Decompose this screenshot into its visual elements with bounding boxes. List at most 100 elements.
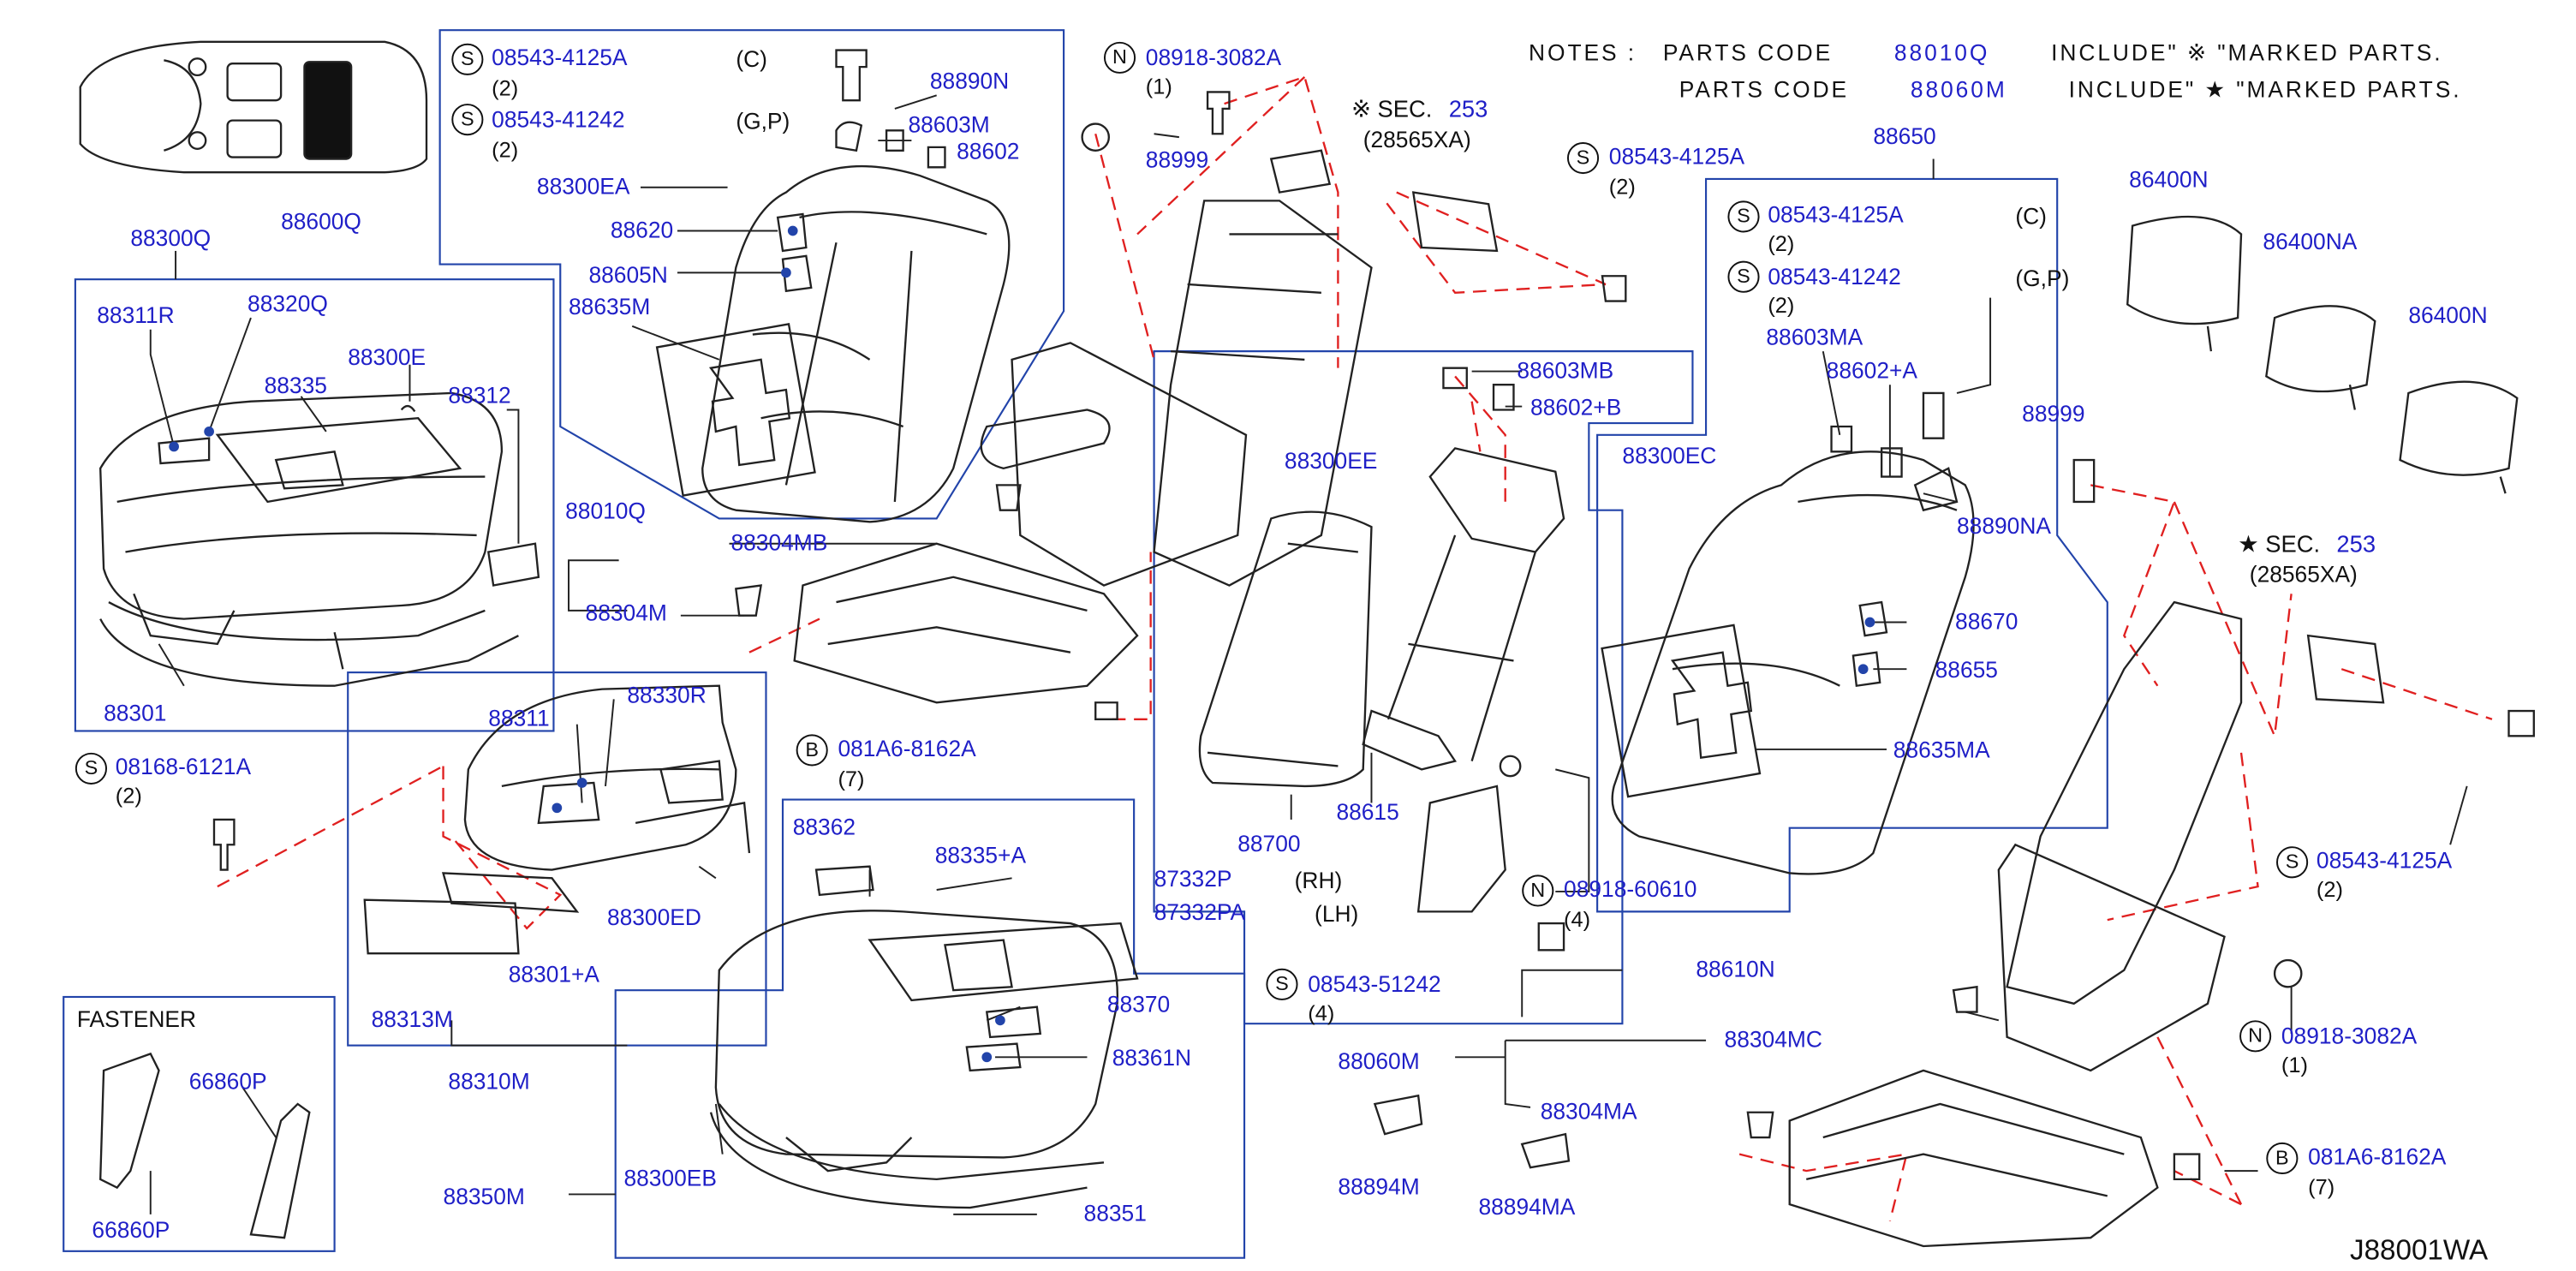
part-88605N[interactable]: 88605N	[588, 262, 668, 288]
part-88650[interactable]: 88650	[1873, 123, 1936, 149]
notes-line-1: NOTES : PARTS CODE 88010Q INCLUDE" ※ "MA…	[1529, 40, 2442, 67]
part-88311R[interactable]: 88311R	[97, 302, 175, 328]
fastener-qty: (4)	[1564, 906, 1591, 932]
notes-code[interactable]: 88060M	[1910, 76, 2007, 103]
part-88304MC[interactable]: 88304MC	[1724, 1027, 1822, 1053]
fastener-081A6-8162A-left[interactable]: 081A6-8162A	[838, 736, 976, 761]
fastener-08918-3082A-top[interactable]: 08918-3082A	[1145, 45, 1282, 71]
part-88600Q[interactable]: 88600Q	[281, 209, 361, 235]
fastener-08918-3082A-right[interactable]: 08918-3082A	[2281, 1023, 2418, 1049]
fastener-08918-60610[interactable]: 08918-60610	[1564, 876, 1697, 902]
part-88313M[interactable]: 88313M	[371, 1006, 453, 1033]
marker-dots	[169, 225, 1875, 1063]
notes-text: PARTS CODE	[1679, 76, 1850, 103]
fastener-qty: (2)	[1608, 174, 1636, 200]
part-86400N-b[interactable]: 86400N	[2408, 302, 2488, 328]
part-88655[interactable]: 88655	[1935, 657, 1998, 683]
fastener-081A6-8162A-right[interactable]: 081A6-8162A	[2308, 1143, 2447, 1170]
part-88301-a[interactable]: 88301+A	[508, 961, 600, 988]
fastener-type-n: N	[1103, 41, 1136, 74]
fastener-08543-4125A-b[interactable]: 08543-4125A	[1608, 143, 1745, 170]
fastener-type-n: N	[1522, 874, 1554, 907]
part-88060M[interactable]: 88060M	[1338, 1048, 1420, 1074]
part-88620[interactable]: 88620	[610, 217, 674, 243]
part-88894M[interactable]: 88894M	[1338, 1174, 1420, 1200]
fastener-qty: (2)	[2316, 876, 2343, 902]
part-88370[interactable]: 88370	[1106, 992, 1171, 1017]
fastener-qty: (7)	[838, 766, 865, 791]
fastener-type-s: S	[1266, 968, 1298, 1000]
part-86400NA[interactable]: 86400NA	[2263, 229, 2358, 254]
part-88300EC[interactable]: 88300EC	[1622, 443, 1717, 468]
part-88304M[interactable]: 88304M	[585, 600, 667, 626]
part-88300ED[interactable]: 88300ED	[606, 904, 701, 930]
fastener-variant-note: (G,P)	[2015, 266, 2070, 291]
fastener-type-s: S	[75, 752, 107, 785]
fastener-box-title: FASTENER	[76, 1006, 197, 1033]
part-88603M[interactable]: 88603M	[908, 111, 990, 138]
part-86400N-a[interactable]: 86400N	[2129, 167, 2209, 193]
part-88351[interactable]: 88351	[1083, 1201, 1147, 1226]
part-88999[interactable]: 88999	[1145, 146, 1209, 173]
part-88602-a[interactable]: 88602+A	[1826, 357, 1917, 384]
fastener-08543-4125A-top[interactable]: 08543-4125A	[492, 45, 628, 71]
part-88890NA[interactable]: 88890NA	[1957, 513, 2051, 539]
section-ref-star[interactable]: ★ SEC. 253	[2238, 532, 2376, 555]
part-88300EA[interactable]: 88300EA	[536, 174, 630, 200]
fastener-08168-6121A[interactable]: 08168-6121A	[115, 754, 252, 780]
part-88610N[interactable]: 88610N	[1696, 957, 1775, 982]
section-mark-icon: ※	[1351, 95, 1371, 122]
fastener-type-n: N	[2239, 1020, 2272, 1053]
part-88615[interactable]: 88615	[1336, 799, 1399, 825]
part-87332PA[interactable]: 87332PA	[1154, 899, 1246, 926]
fastener-qty: (2)	[492, 137, 519, 163]
fastener-08543-41242-top[interactable]: 08543-41242	[492, 106, 625, 133]
fastener-qty: (1)	[1145, 73, 1172, 99]
fastener-type-s: S	[1566, 142, 1600, 175]
part-88603MA[interactable]: 88603MA	[1766, 324, 1863, 350]
section-number: 253	[1448, 95, 1488, 122]
part-88700[interactable]: 88700	[1237, 831, 1301, 856]
part-87332P[interactable]: 87332P	[1154, 866, 1232, 892]
part-66860P-a[interactable]: 66860P	[92, 1217, 170, 1244]
part-88310M[interactable]: 88310M	[448, 1068, 530, 1095]
fastener-08543-4125A-far-right[interactable]: 08543-4125A	[2316, 848, 2453, 874]
fastener-08543-41242-right[interactable]: 08543-41242	[1768, 264, 1901, 289]
fastener-08543-51242[interactable]: 08543-51242	[1308, 971, 1441, 997]
part-88361N[interactable]: 88361N	[1112, 1045, 1192, 1071]
part-88894MA[interactable]: 88894MA	[1478, 1194, 1576, 1220]
part-88335[interactable]: 88335	[264, 373, 327, 398]
fastener-08543-4125A-right[interactable]: 08543-4125A	[1768, 202, 1904, 228]
part-88350M[interactable]: 88350M	[443, 1184, 525, 1210]
part-66860P-b[interactable]: 66860P	[188, 1068, 267, 1095]
part-88300Q[interactable]: 88300Q	[130, 225, 212, 251]
part-88304MB[interactable]: 88304MB	[730, 530, 828, 556]
part-88304MA[interactable]: 88304MA	[1540, 1099, 1637, 1125]
part-88330R[interactable]: 88330R	[627, 682, 707, 708]
part-88635M[interactable]: 88635M	[569, 294, 651, 320]
part-88603MB[interactable]: 88603MB	[1517, 357, 1614, 384]
part-88300EB[interactable]: 88300EB	[623, 1166, 717, 1191]
part-88670[interactable]: 88670	[1955, 608, 2018, 635]
notes-code[interactable]: 88010Q	[1893, 39, 1990, 66]
part-88602[interactable]: 88602	[957, 139, 1020, 164]
part-88010Q[interactable]: 88010Q	[565, 498, 646, 524]
part-88602-b[interactable]: 88602+B	[1530, 394, 1622, 421]
part-88300E[interactable]: 88300E	[348, 344, 426, 370]
section-label: SEC.	[1377, 95, 1433, 122]
fastener-qty: (4)	[1308, 999, 1335, 1026]
part-88635MA[interactable]: 88635MA	[1893, 737, 1990, 763]
part-88335-a[interactable]: 88335+A	[934, 843, 1027, 868]
part-88300EE[interactable]: 88300EE	[1284, 448, 1378, 474]
part-88301[interactable]: 88301	[104, 701, 167, 726]
part-88312[interactable]: 88312	[448, 383, 511, 409]
part-88362[interactable]: 88362	[792, 815, 856, 840]
section-ref-marked[interactable]: ※ SEC. 253	[1351, 97, 1488, 120]
part-88999-b[interactable]: 88999	[2022, 401, 2085, 427]
part-88320Q[interactable]: 88320Q	[247, 290, 328, 317]
part-88890N[interactable]: 88890N	[929, 69, 1010, 94]
notes-rest: INCLUDE" ★ "MARKED PARTS.	[2068, 76, 2462, 103]
part-88311[interactable]: 88311	[488, 706, 550, 731]
fastener-type-s: S	[2276, 846, 2309, 879]
